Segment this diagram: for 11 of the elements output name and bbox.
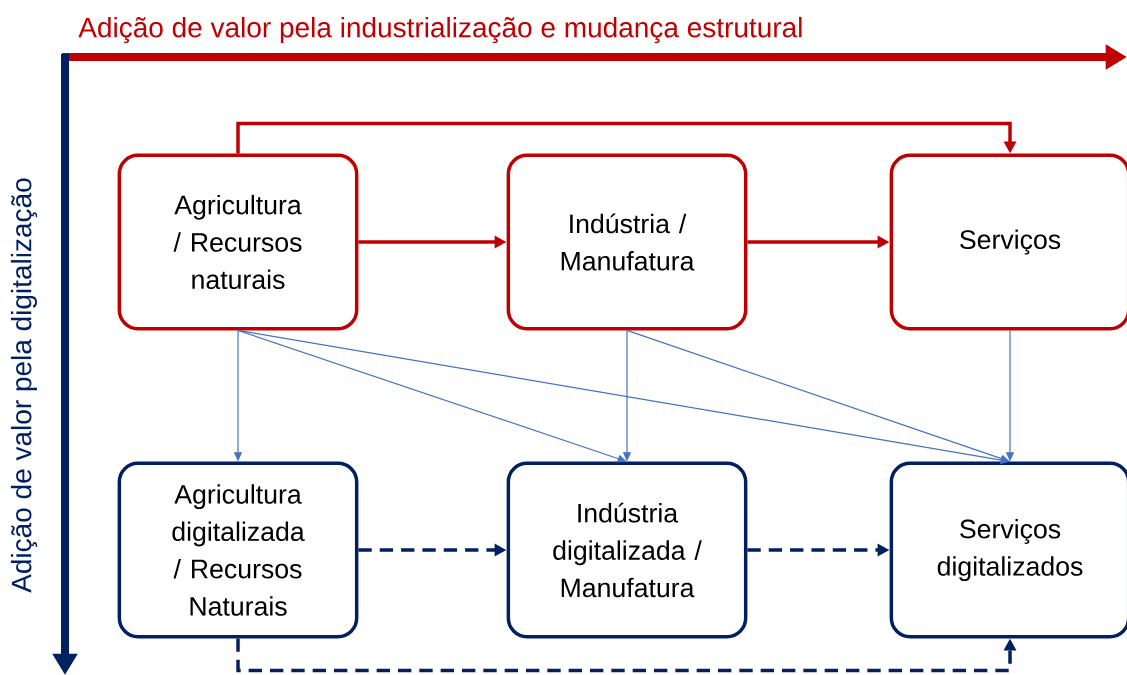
axis-label: Adição de valor pela industrialização e mudança estrutural [78,16,802,44]
arrow [236,121,1017,154]
arrow [626,329,1010,463]
process-box: Serviços digitalizados [889,461,1127,639]
process-box: Serviços [889,153,1127,331]
process-box: Agricultura / Recursos naturais [117,153,359,331]
arrow [237,329,627,463]
process-box: Indústria digitalizada / Manufatura [506,461,748,639]
axis-label: Adição de valor pela digitalização [10,178,38,593]
process-box: Indústria / Manufatura [506,153,748,331]
process-box: Agricultura digitalizada / Recursos Naturais [117,461,359,639]
